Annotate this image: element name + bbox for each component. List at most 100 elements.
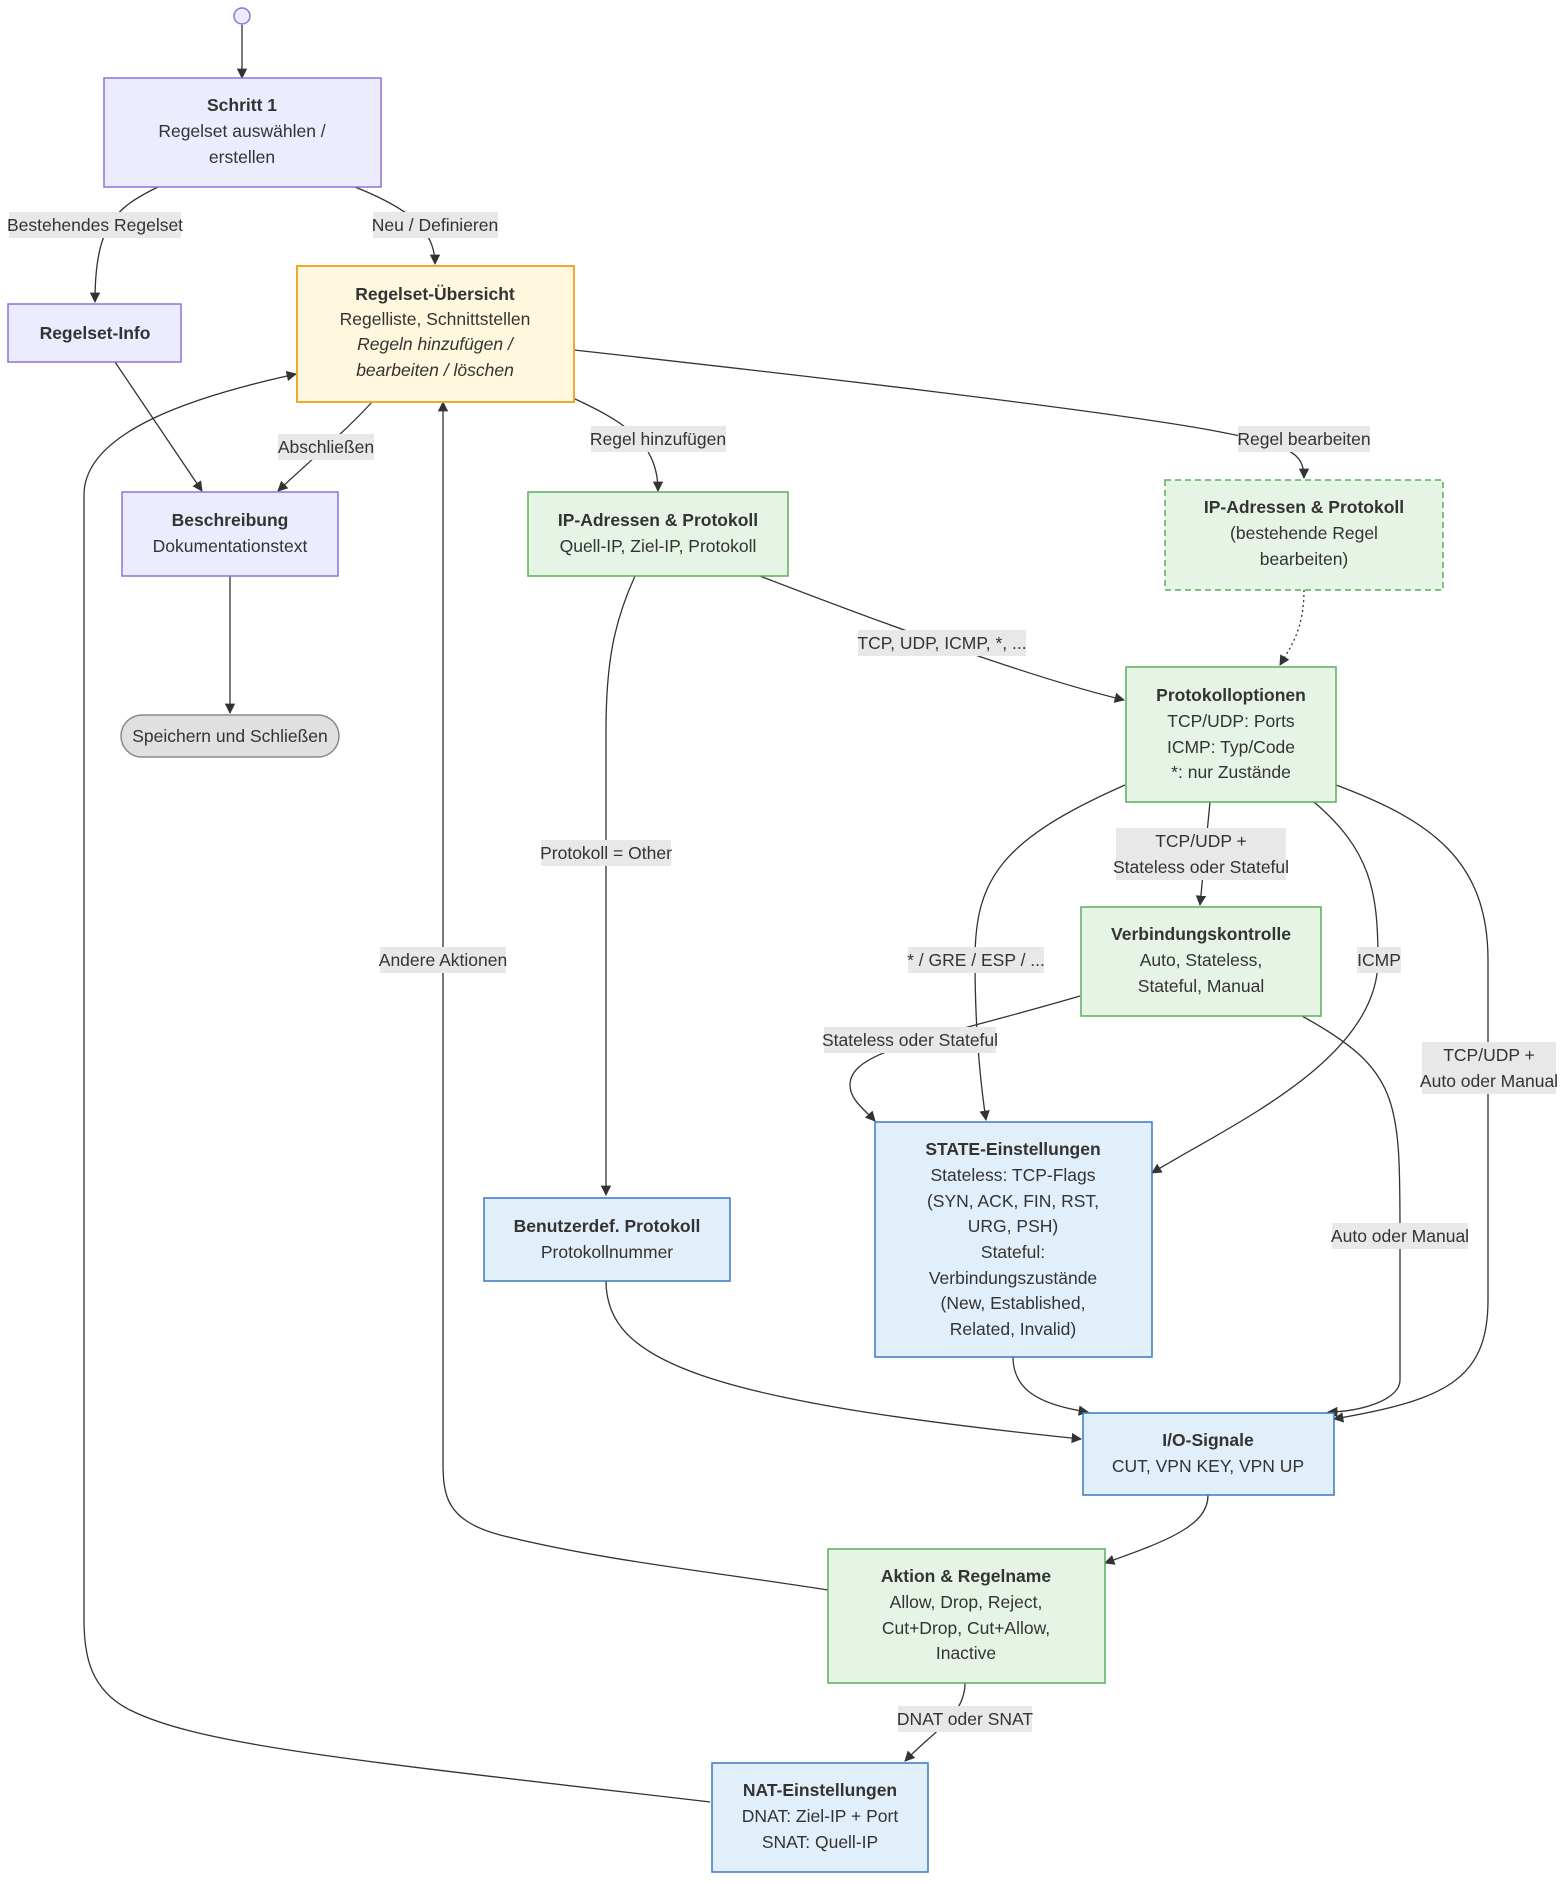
svg-text:Regelset auswählen /: Regelset auswählen /	[158, 121, 325, 141]
svg-text:Verbindungskontrolle: Verbindungskontrolle	[1111, 924, 1291, 944]
svg-text:Bestehendes Regelset: Bestehendes Regelset	[7, 215, 183, 235]
svg-text:IP-Adressen & Protokoll: IP-Adressen & Protokoll	[1204, 497, 1404, 517]
svg-text:Regelliste, Schnittstellen: Regelliste, Schnittstellen	[340, 309, 531, 329]
svg-text:URG, PSH): URG, PSH)	[968, 1216, 1058, 1236]
svg-text:Beschreibung: Beschreibung	[172, 510, 289, 530]
svg-text:Auto oder Manual: Auto oder Manual	[1331, 1226, 1469, 1246]
edge-label-stateless-oder-stateful: Stateless oder Stateful	[822, 1027, 998, 1053]
svg-text:Auto, Stateless,: Auto, Stateless,	[1140, 950, 1263, 970]
start-circle	[233, 7, 251, 25]
svg-text:Allow, Drop, Reject,: Allow, Drop, Reject,	[890, 1592, 1043, 1612]
svg-text:ICMP: ICMP	[1357, 950, 1401, 970]
svg-text:Stateless oder Stateful: Stateless oder Stateful	[822, 1030, 998, 1050]
edge-label-regel-bearbeiten: Regel bearbeiten	[1237, 426, 1371, 452]
edge-label-andere-aktionen: Andere Aktionen	[379, 947, 507, 973]
svg-text:Regeln hinzufügen /: Regeln hinzufügen /	[357, 334, 515, 354]
edges	[83, 25, 1489, 1803]
node-state-einstellungen[interactable]: STATE-Einstellungen Stateless: TCP-Flags…	[874, 1121, 1153, 1358]
node-ip-adressen-bearbeiten[interactable]: IP-Adressen & Protokoll (bestehende Rege…	[1164, 479, 1444, 591]
svg-text:Stateful:: Stateful:	[981, 1242, 1045, 1262]
svg-text:TCP/UDP: Ports: TCP/UDP: Ports	[1167, 711, 1295, 731]
svg-text:(SYN, ACK, FIN, RST,: (SYN, ACK, FIN, RST,	[927, 1191, 1099, 1211]
svg-text:IP-Adressen & Protokoll: IP-Adressen & Protokoll	[558, 510, 758, 530]
edge-verbindungskontrolle-state	[849, 995, 1081, 1122]
edge-ip-neu-benutzerdef	[600, 575, 636, 1197]
node-beschreibung[interactable]: Beschreibung Dokumentationstext	[121, 491, 339, 577]
svg-text:TCP/UDP +: TCP/UDP +	[1443, 1045, 1535, 1065]
svg-text:Regelset-Info: Regelset-Info	[40, 323, 151, 343]
svg-text:Regel bearbeiten: Regel bearbeiten	[1237, 429, 1370, 449]
svg-text:Cut+Drop, Cut+Allow,: Cut+Drop, Cut+Allow,	[882, 1618, 1050, 1638]
edge-io-aktion	[1104, 1494, 1209, 1565]
svg-text:Auto oder Manual: Auto oder Manual	[1420, 1071, 1558, 1091]
svg-text:Aktion & Regelname: Aktion & Regelname	[881, 1566, 1051, 1586]
node-ip-adressen-neu[interactable]: IP-Adressen & Protokoll Quell-IP, Ziel-I…	[527, 491, 789, 577]
svg-text:Stateless: TCP-Flags: Stateless: TCP-Flags	[930, 1165, 1095, 1185]
svg-text:bearbeiten): bearbeiten)	[1260, 549, 1349, 569]
node-benutzerdef-protokoll[interactable]: Benutzerdef. Protokoll Protokollnummer	[483, 1197, 731, 1282]
svg-text:TCP, UDP, ICMP, *, ...: TCP, UDP, ICMP, *, ...	[857, 633, 1026, 653]
edge-label-tcpudp-auto: TCP/UDP + Auto oder Manual	[1420, 1042, 1558, 1094]
node-aktion-regelname[interactable]: Aktion & Regelname Allow, Drop, Reject, …	[827, 1548, 1106, 1684]
edge-label-bestehendes-regelset: Bestehendes Regelset	[7, 212, 183, 238]
svg-text:DNAT oder SNAT: DNAT oder SNAT	[897, 1709, 1033, 1729]
node-nat-einstellungen[interactable]: NAT-Einstellungen DNAT: Ziel-IP + Port S…	[711, 1762, 929, 1873]
svg-text:(bestehende Regel: (bestehende Regel	[1230, 523, 1378, 543]
svg-text:Abschließen: Abschließen	[278, 437, 374, 457]
svg-text:Schritt 1: Schritt 1	[207, 95, 277, 115]
edge-label-tcp-udp-icmp: TCP, UDP, ICMP, *, ...	[857, 630, 1027, 656]
node-protokolloptionen[interactable]: Protokolloptionen TCP/UDP: Ports ICMP: T…	[1125, 666, 1337, 803]
edge-state-io	[1012, 1356, 1090, 1416]
edge-protokolloptionen-io-auto	[1332, 784, 1489, 1423]
node-speichern-und-schliessen[interactable]: Speichern und Schließen	[120, 714, 340, 758]
edge-label-auto-oder-manual: Auto oder Manual	[1331, 1223, 1469, 1249]
svg-text:CUT, VPN KEY, VPN UP: CUT, VPN KEY, VPN UP	[1112, 1456, 1304, 1476]
svg-text:Andere Aktionen: Andere Aktionen	[379, 950, 507, 970]
svg-text:erstellen: erstellen	[209, 147, 275, 167]
edge-label-protokoll-other: Protokoll = Other	[540, 840, 672, 866]
node-verbindungskontrolle[interactable]: Verbindungskontrolle Auto, Stateless, St…	[1080, 906, 1322, 1017]
svg-text:Neu / Definieren: Neu / Definieren	[372, 215, 498, 235]
edge-label-abschliessen: Abschließen	[278, 434, 374, 460]
edge-regelset-info-beschreibung	[114, 361, 203, 492]
svg-text:Speichern und Schließen: Speichern und Schließen	[132, 726, 328, 746]
edge-ip-edit-protokolloptionen	[1279, 589, 1305, 666]
node-regelset-uebersicht[interactable]: Regelset-Übersicht Regelliste, Schnittst…	[296, 265, 575, 403]
edge-uebersicht-ip-edit	[573, 349, 1310, 480]
svg-text:Quell-IP, Ziel-IP, Protokoll: Quell-IP, Ziel-IP, Protokoll	[560, 536, 757, 556]
svg-text:STATE-Einstellungen: STATE-Einstellungen	[925, 1139, 1100, 1159]
edge-verbindungskontrolle-io	[1301, 1015, 1401, 1418]
edge-labels: Bestehendes Regelset Neu / Definieren Ab…	[7, 212, 1558, 1732]
svg-text:bearbeiten / löschen: bearbeiten / löschen	[356, 360, 514, 380]
svg-text:Protokollnummer: Protokollnummer	[541, 1242, 673, 1262]
node-regelset-info[interactable]: Regelset-Info	[7, 303, 182, 363]
svg-text:*: nur Zustände: *: nur Zustände	[1171, 762, 1291, 782]
svg-text:SNAT: Quell-IP: SNAT: Quell-IP	[762, 1832, 878, 1852]
svg-text:NAT-Einstellungen: NAT-Einstellungen	[743, 1780, 897, 1800]
edge-label-gre-esp: * / GRE / ESP / ...	[907, 947, 1045, 973]
edge-label-regel-hinzufuegen: Regel hinzufügen	[590, 426, 726, 452]
edge-label-neu-definieren: Neu / Definieren	[372, 212, 498, 238]
svg-text:Protokolloptionen: Protokolloptionen	[1156, 685, 1306, 705]
svg-text:Protokoll = Other: Protokoll = Other	[540, 843, 672, 863]
edge-benutzerdef-io	[605, 1280, 1083, 1444]
svg-text:Verbindungszustände: Verbindungszustände	[929, 1268, 1097, 1288]
svg-text:ICMP: Typ/Code: ICMP: Typ/Code	[1167, 737, 1295, 757]
edge-label-dnat-snat: DNAT oder SNAT	[897, 1706, 1033, 1732]
node-schritt-1[interactable]: Schritt 1 Regelset auswählen / erstellen	[103, 77, 382, 188]
edge-aktion-uebersicht	[437, 400, 829, 1591]
svg-text:I/O-Signale: I/O-Signale	[1162, 1430, 1254, 1450]
svg-text:Related, Invalid): Related, Invalid)	[950, 1319, 1076, 1339]
svg-text:DNAT: Ziel-IP + Port: DNAT: Ziel-IP + Port	[742, 1806, 899, 1826]
svg-text:* / GRE / ESP / ...: * / GRE / ESP / ...	[907, 950, 1045, 970]
edge-schritt1-regelset-info	[89, 186, 159, 304]
edge-label-tcpudp-stateless: TCP/UDP + Stateless oder Stateful	[1113, 828, 1289, 880]
svg-text:Benutzerdef. Protokoll: Benutzerdef. Protokoll	[514, 1216, 701, 1236]
svg-text:TCP/UDP +: TCP/UDP +	[1155, 831, 1247, 851]
svg-text:Stateful, Manual: Stateful, Manual	[1138, 976, 1264, 996]
edge-protokolloptionen-state-gre	[974, 784, 1126, 1122]
svg-text:Regel hinzufügen: Regel hinzufügen	[590, 429, 726, 449]
node-io-signale[interactable]: I/O-Signale CUT, VPN KEY, VPN UP	[1082, 1412, 1335, 1496]
edge-protokolloptionen-state-icmp	[1151, 801, 1379, 1174]
